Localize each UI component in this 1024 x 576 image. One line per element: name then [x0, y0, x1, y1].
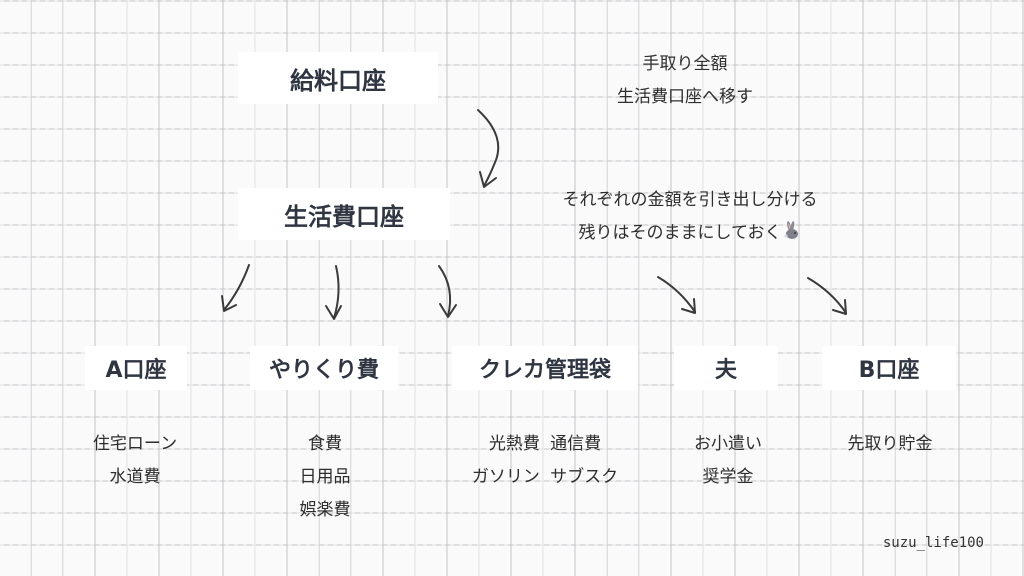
- living-note-line-2: 残りはそのままにしておく: [578, 223, 782, 243]
- yarikuri-item: 日用品: [299, 467, 351, 487]
- author-credit: suzu_life100: [882, 535, 984, 551]
- arrow-to-credit: [438, 265, 457, 318]
- salary-note-line-1: 手取り全額: [642, 54, 728, 74]
- salary-note: 手取り全額 生活費口座へ移す: [590, 48, 780, 114]
- yarikuri-item: 娯楽費: [299, 500, 351, 520]
- living-account-label: 生活費口座: [284, 202, 404, 231]
- a-account-item: 住宅ローン: [92, 434, 178, 454]
- credit-bag-label: クレカ管理袋: [478, 358, 611, 383]
- b-account-label: B口座: [858, 358, 920, 383]
- living-note-line-2-wrap: 残りはそのままにしておく: [520, 217, 860, 250]
- credit-bag-items: 光熱費 通信費 ガソリン サブスク: [440, 428, 650, 494]
- yarikuri-item: 食費: [308, 434, 342, 454]
- yarikuri-items: 食費 日用品 娯楽費: [255, 428, 395, 527]
- husband-items: お小遣い 奨学金: [668, 428, 788, 494]
- a-account-label: A口座: [105, 358, 167, 383]
- salary-note-line-2: 生活費口座へ移す: [617, 87, 753, 107]
- rabbit-icon: [784, 221, 799, 239]
- husband-box: 夫: [674, 346, 778, 390]
- living-note-line-1: それぞれの金額を引き出し分ける: [562, 190, 818, 210]
- b-account-item: 先取り貯金: [847, 434, 933, 454]
- arrow-to-b-account: [807, 277, 847, 315]
- a-account-box: A口座: [85, 346, 187, 390]
- a-account-item: 水道費: [109, 467, 161, 487]
- living-account-box: 生活費口座: [238, 188, 450, 240]
- arrow-to-yarikuri: [325, 265, 342, 320]
- arrow-to-husband: [657, 276, 696, 314]
- yarikuri-label: やりくり費: [268, 358, 379, 383]
- arrow-to-a-account: [221, 264, 250, 312]
- husband-item: 奨学金: [702, 467, 754, 487]
- a-account-items: 住宅ローン 水道費: [60, 428, 210, 494]
- arrow-salary-to-living: [477, 109, 500, 188]
- living-note: それぞれの金額を引き出し分ける 残りはそのままにしておく: [520, 184, 860, 250]
- credit-bag-box: クレカ管理袋: [452, 346, 638, 390]
- husband-label: 夫: [714, 358, 737, 383]
- credit-bag-item: 光熱費 通信費: [488, 434, 602, 454]
- husband-item: お小遣い: [694, 434, 762, 454]
- yarikuri-box: やりくり費: [250, 346, 398, 390]
- salary-account-box: 給料口座: [238, 52, 438, 104]
- b-account-box: B口座: [822, 346, 956, 390]
- credit-bag-item: ガソリン サブスク: [471, 467, 619, 487]
- salary-account-label: 給料口座: [290, 66, 386, 95]
- b-account-items: 先取り貯金: [820, 428, 960, 461]
